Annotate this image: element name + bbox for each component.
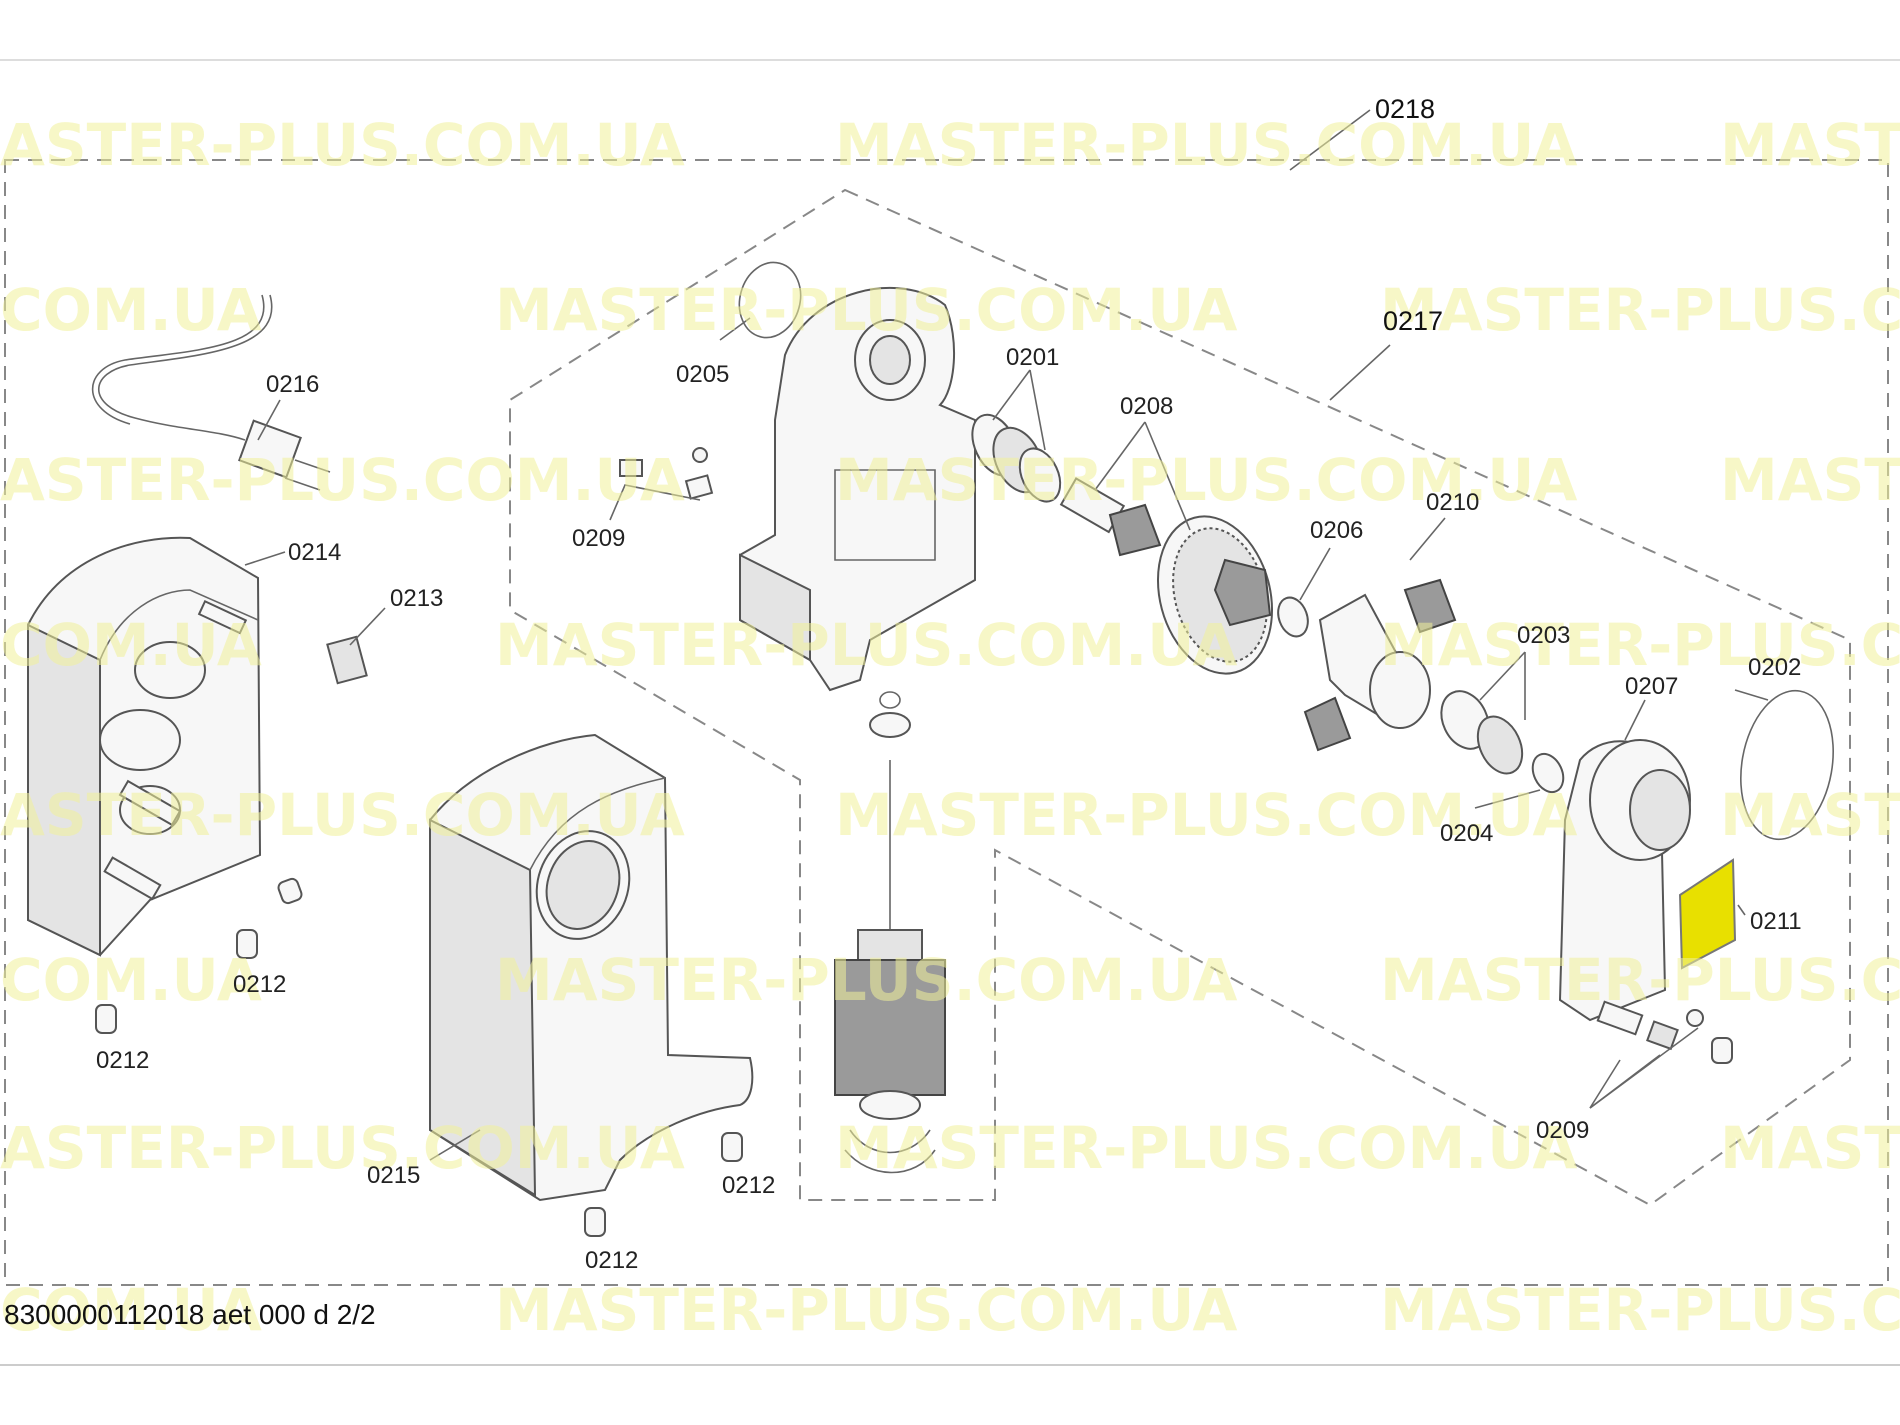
label-0206: 0206 bbox=[1310, 517, 1363, 544]
watermark-layer: ASTER-PLUS.COM.UA MASTER-PLUS.COM.UA MAS… bbox=[0, 111, 1900, 1344]
label-0209-right: 0209 bbox=[1536, 1117, 1589, 1144]
watermark-16: COM.UA bbox=[0, 946, 262, 1014]
watermark-20: MASTER-PLUS.COM.UA bbox=[835, 1114, 1578, 1182]
o-ring-0202 bbox=[1740, 689, 1834, 841]
watermark-22: COM.UA bbox=[0, 1276, 262, 1344]
watermark-17: MASTER-PLUS.COM.UA bbox=[495, 946, 1238, 1014]
drive-gear-0208 bbox=[1059, 477, 1274, 675]
label-0216: 0216 bbox=[266, 371, 319, 398]
spacer-parts-0212 bbox=[95, 877, 743, 1237]
label-0212-d: 0212 bbox=[585, 1247, 638, 1274]
planetary-carrier-0210 bbox=[1303, 578, 1457, 752]
watermark-18: MASTER-PLUS.COM bbox=[1380, 946, 1900, 1014]
watermark-6: MASTER-PLUS.COM bbox=[1380, 276, 1900, 344]
watermark-24: MASTER-PLUS.COM bbox=[1380, 1276, 1900, 1344]
watermark-5: MASTER-PLUS.COM.UA bbox=[495, 276, 1238, 344]
gasket-ring-0205 bbox=[738, 261, 802, 339]
label-0209-left: 0209 bbox=[572, 525, 625, 552]
assembly-frame-0218 bbox=[4, 159, 1889, 1286]
label-0215: 0215 bbox=[367, 1162, 420, 1189]
label-0212-a: 0212 bbox=[233, 971, 286, 998]
label-0212-b: 0212 bbox=[96, 1047, 149, 1074]
watermark-14: MASTER-PLUS.COM.UA bbox=[835, 781, 1578, 849]
watermark-2: MASTER-PLUS.COM.UA bbox=[835, 111, 1578, 179]
ring-0204 bbox=[1531, 752, 1565, 794]
carbon-brush-set-right-0209 bbox=[1596, 1000, 1733, 1064]
label-0203: 0203 bbox=[1517, 622, 1570, 649]
drawing-code: 8300000112018 aet 000 d 2/2 bbox=[4, 1299, 376, 1330]
label-0217: 0217 bbox=[1383, 306, 1443, 336]
watermark-15: MASTE bbox=[1720, 781, 1900, 849]
watermark-10: COM.UA bbox=[0, 611, 262, 679]
label-0212-c: 0212 bbox=[722, 1172, 775, 1199]
assembly-frame-0217 bbox=[509, 188, 1851, 1207]
watermark-8: MASTER-PLUS.COM.UA bbox=[835, 446, 1578, 514]
power-cord-part bbox=[91, 294, 331, 491]
label-0210: 0210 bbox=[1426, 489, 1479, 516]
watermark-12: MASTER-PLUS.COM bbox=[1380, 611, 1900, 679]
label-0201: 0201 bbox=[1006, 344, 1059, 371]
label-0204: 0204 bbox=[1440, 820, 1493, 847]
watermark-21: MASTE bbox=[1720, 1114, 1900, 1182]
watermark-1: ASTER-PLUS.COM.UA bbox=[0, 111, 685, 179]
seal-rings-0203 bbox=[1440, 690, 1524, 775]
watermark-7: ASTER-PLUS.COM.UA bbox=[0, 446, 685, 514]
watermark-4: COM.UA bbox=[0, 276, 262, 344]
watermark-11: MASTER-PLUS.COM.UA bbox=[495, 611, 1238, 679]
label-0205: 0205 bbox=[676, 361, 729, 388]
label-0211: 0211 bbox=[1750, 908, 1802, 935]
label-0214: 0214 bbox=[288, 539, 341, 566]
part-labels: 0218 0217 0216 0214 0213 0212 0212 0212 … bbox=[96, 94, 1802, 1274]
label-0213: 0213 bbox=[390, 585, 443, 612]
bearing-rings-0201 bbox=[971, 413, 1062, 503]
watermark-13: ASTER-PLUS.COM.UA bbox=[0, 781, 685, 849]
end-cap-0207 bbox=[1558, 739, 1691, 1022]
motor-housing-part bbox=[619, 286, 976, 692]
rear-housing-part bbox=[27, 536, 262, 957]
watermark-19: ASTER-PLUS.COM.UA bbox=[0, 1114, 685, 1182]
front-cover-part bbox=[429, 733, 754, 1202]
label-0202: 0202 bbox=[1748, 654, 1801, 681]
washer-0206 bbox=[1277, 596, 1309, 638]
label-0218: 0218 bbox=[1375, 94, 1435, 124]
label-0207: 0207 bbox=[1625, 673, 1678, 700]
label-0208: 0208 bbox=[1120, 393, 1173, 420]
motor-armature-part bbox=[834, 691, 946, 1174]
watermark-3: MASTE bbox=[1720, 111, 1900, 179]
watermark-23: MASTER-PLUS.COM.UA bbox=[495, 1276, 1238, 1344]
leader-lines bbox=[244, 109, 1769, 1161]
highlighted-plate-0211 bbox=[1678, 858, 1737, 970]
watermark-9: MASTE bbox=[1720, 446, 1900, 514]
switch-part-0213 bbox=[326, 635, 368, 685]
